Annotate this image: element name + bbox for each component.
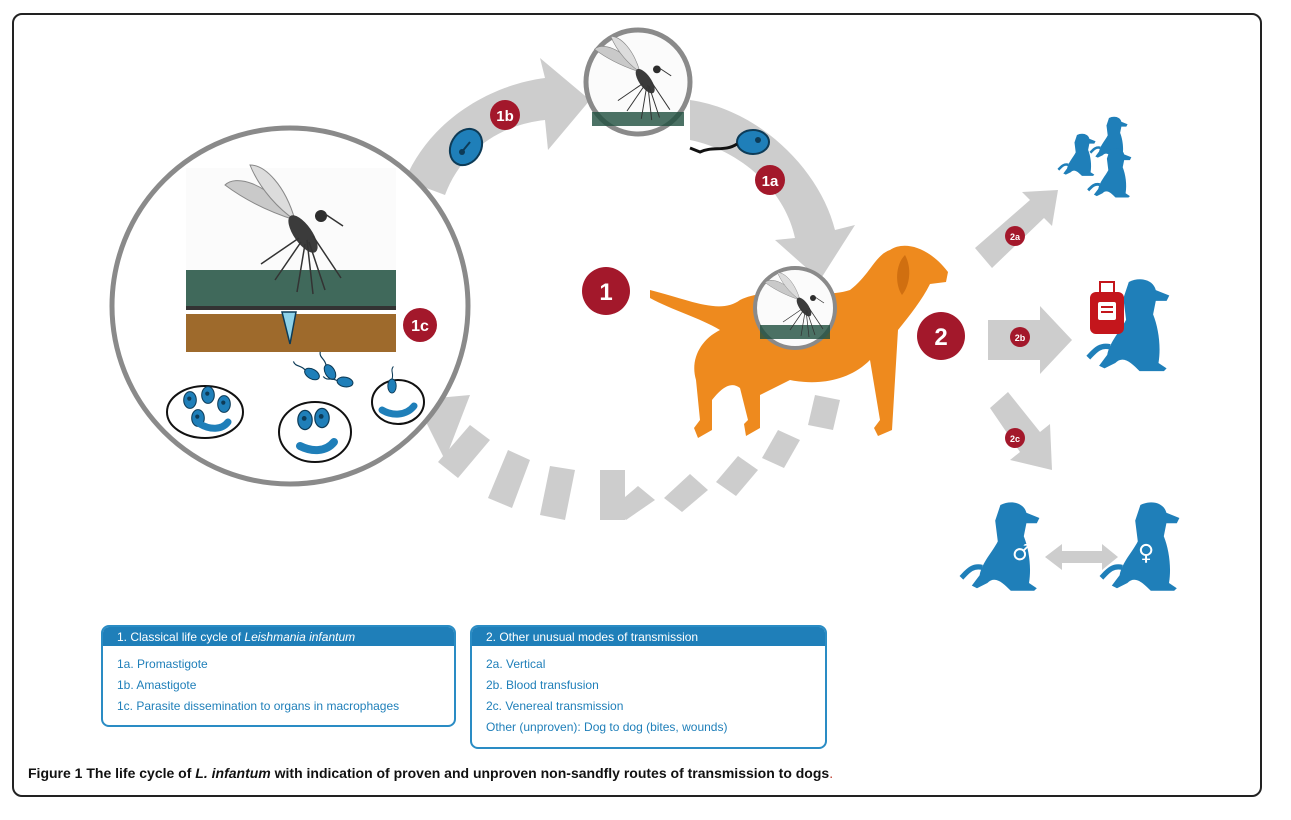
legend-item: 2a. Vertical — [486, 657, 546, 671]
arrow-return-dashed — [415, 395, 840, 520]
badge-2b: 2b — [1010, 327, 1030, 347]
badge-1: 1 — [582, 267, 630, 315]
macrophage-icon — [371, 365, 425, 425]
amastigote-icon — [448, 127, 484, 167]
legend-item: 1b. Amastigote — [117, 678, 197, 692]
arrow-2b — [988, 306, 1072, 374]
legend-item: 2b. Blood transfusion — [486, 678, 599, 692]
arrow-male-female — [1045, 544, 1118, 570]
dogs-vertical — [1057, 115, 1133, 199]
svg-text:1c: 1c — [411, 318, 429, 335]
legend-unusual-title: 2. Other unusual modes of transmission — [472, 627, 825, 646]
svg-text:1a: 1a — [762, 173, 779, 190]
legend-item: 1a. Promastigote — [117, 657, 208, 671]
macrophage-icon — [166, 385, 244, 439]
svg-text:1: 1 — [599, 279, 612, 306]
transmission-arrows — [975, 190, 1118, 570]
svg-text:2c: 2c — [1010, 434, 1020, 444]
legend-classical-cycle: 1. Classical life cycle of Leishmania in… — [101, 625, 456, 727]
legend-item: 1c. Parasite dissemination to organs in … — [117, 699, 400, 713]
badge-1a: 1a — [755, 165, 785, 195]
blood-bag-icon — [1090, 281, 1124, 334]
badge-2c: 2c — [1005, 428, 1025, 448]
badge-1c: 1c — [403, 308, 437, 342]
circle-dog-sandfly — [753, 266, 837, 350]
circle-top-sandfly — [583, 27, 693, 137]
badge-1b: 1b — [490, 100, 520, 130]
legend-item: Other (unproven): Dog to dog (bites, wou… — [486, 720, 728, 734]
circle-1c — [109, 125, 471, 487]
legend-item: 2c. Venereal transmission — [486, 699, 624, 713]
female-symbol: ♀ — [1138, 541, 1154, 566]
svg-text:2: 2 — [934, 324, 947, 351]
male-symbol: ♂ — [1012, 541, 1032, 566]
badge-2a: 2a — [1005, 226, 1025, 246]
svg-text:1b: 1b — [496, 108, 514, 125]
svg-text:2a: 2a — [1010, 232, 1021, 242]
badge-2: 2 — [917, 312, 965, 360]
macrophage-icon — [278, 401, 352, 463]
legend-unusual-transmission: 2. Other unusual modes of transmission 2… — [470, 625, 827, 749]
svg-text:2b: 2b — [1015, 333, 1026, 343]
legend-classical-title: 1. Classical life cycle of Leishmania in… — [103, 627, 454, 646]
promastigote-icon — [689, 129, 770, 155]
figure-caption: Figure 1 The life cycle of L. infantum w… — [28, 765, 834, 781]
